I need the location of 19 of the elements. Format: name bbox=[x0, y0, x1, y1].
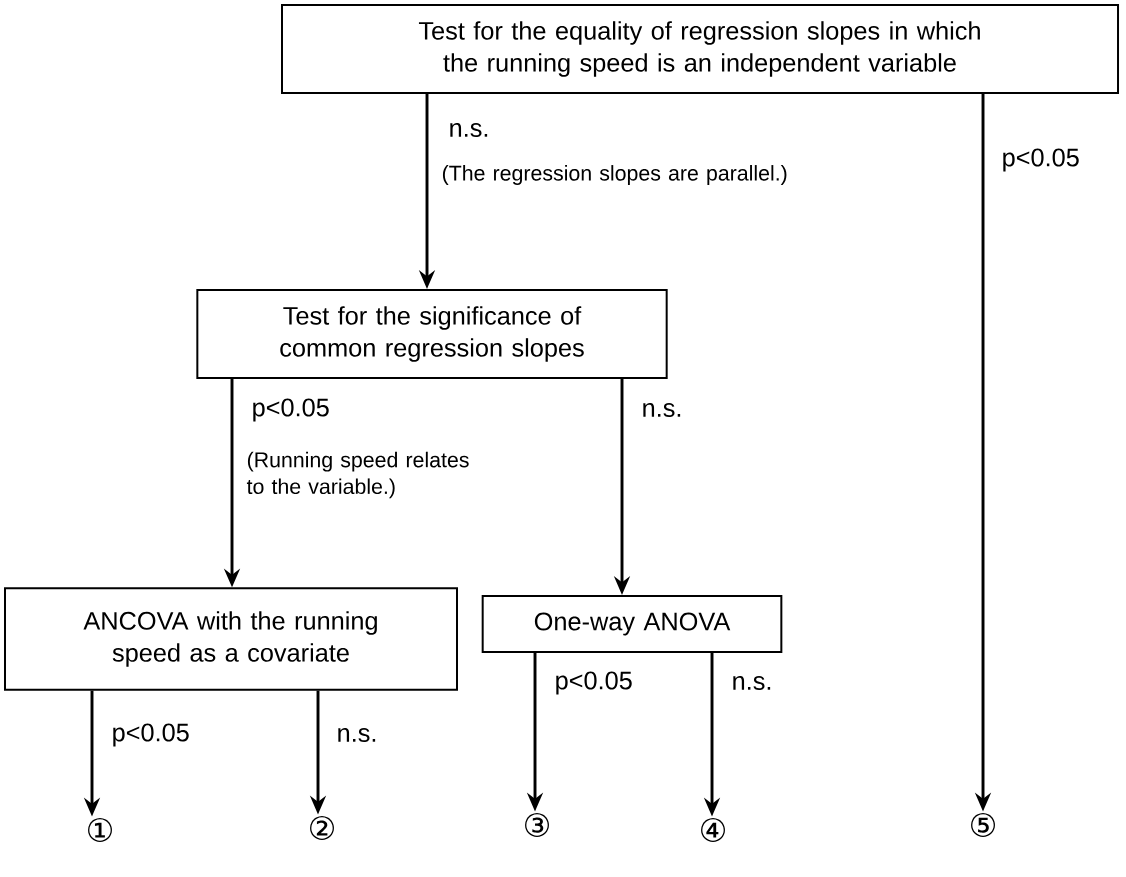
outcome-number: ① bbox=[88, 818, 112, 842]
edge-label: p<0.05 bbox=[1003, 148, 1079, 172]
process-box: Test for the equality of regression slopes in which the running speed is an independent variable bbox=[281, 4, 1119, 94]
edge-label: n.s. bbox=[733, 676, 771, 690]
edge-label: n.s. bbox=[338, 728, 376, 742]
note: (The regression slopes are parallel.) bbox=[442, 165, 787, 185]
process-box: Test for the significance of common regression slopes bbox=[196, 289, 668, 379]
edge-label: n.s. bbox=[643, 403, 681, 417]
edge-label: p<0.05 bbox=[556, 671, 632, 695]
edge-label: p<0.05 bbox=[253, 398, 329, 422]
outcome-number: ④ bbox=[701, 818, 725, 842]
outcome-number: ② bbox=[310, 816, 334, 840]
outcome-number: ③ bbox=[525, 813, 549, 837]
process-box: One-way ANOVA bbox=[481, 595, 783, 653]
outcome-number: ⑤ bbox=[971, 813, 995, 837]
process-box: ANCOVA with the running speed as a covariate bbox=[4, 587, 458, 691]
edge-label: p<0.05 bbox=[113, 723, 189, 747]
edge-label: n.s. bbox=[450, 123, 488, 137]
note: (Running speed relates to the variable.) bbox=[246, 451, 469, 499]
